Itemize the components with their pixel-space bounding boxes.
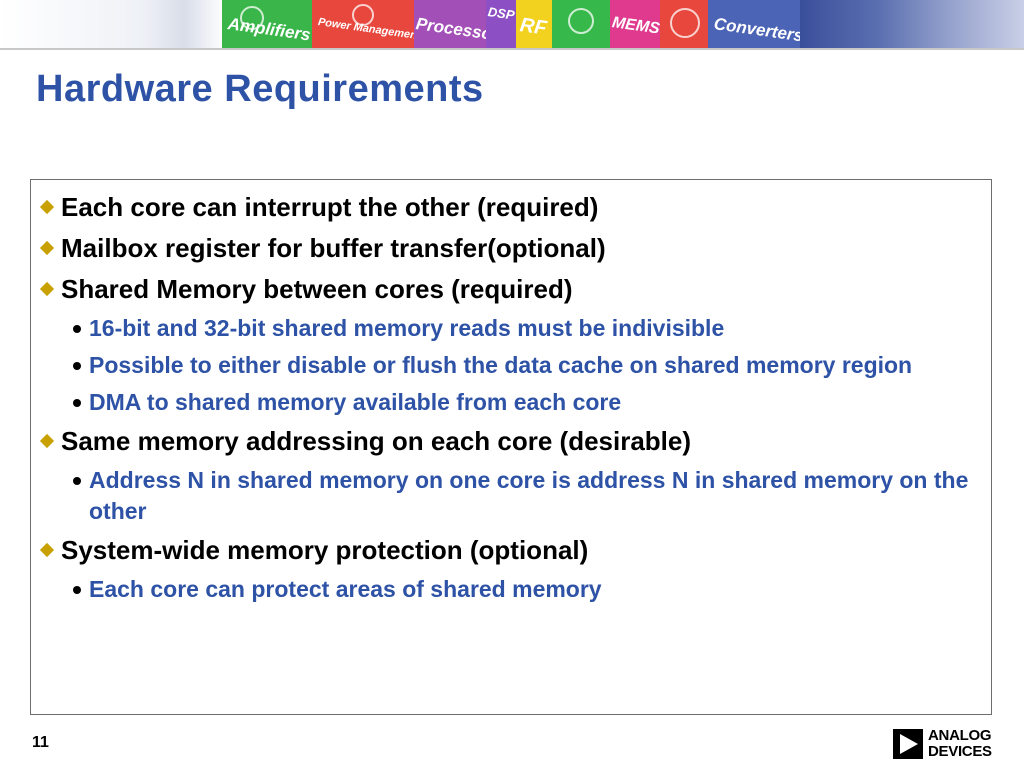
diamond-bullet-icon [39, 433, 55, 449]
sub-bullet-text: Address N in shared memory on one core i… [89, 467, 969, 524]
bullet-memory-protection: System-wide memory protection (optional) [39, 533, 975, 567]
bullet-text: Mailbox register for buffer transfer(opt… [61, 233, 606, 263]
banner-tile-power-management: Power Management [312, 0, 414, 48]
dot-bullet-icon [73, 477, 81, 485]
page-number: 11 [32, 734, 49, 751]
dot-bullet-icon [73, 586, 81, 594]
sub-bullet-text: DMA to shared memory available from each… [89, 389, 622, 415]
sub-bullet-text: 16-bit and 32-bit shared memory reads mu… [89, 315, 725, 341]
banner-tile-processors: Processors [414, 0, 486, 48]
header-banner: Amplifiers Power Management Processors D… [0, 0, 1024, 48]
clock-icon [670, 8, 700, 38]
bullet-text: Same memory addressing on each core (des… [61, 426, 692, 456]
sub-bullet-dma: DMA to shared memory available from each… [39, 387, 975, 418]
bullet-interrupt: Each core can interrupt the other (requi… [39, 190, 975, 224]
diamond-bullet-icon [39, 281, 55, 297]
header-divider [0, 48, 1024, 50]
sensor-icon [568, 8, 594, 34]
bullet-memory-addressing: Same memory addressing on each core (des… [39, 424, 975, 458]
sub-bullet-text: Possible to either disable or flush the … [89, 352, 913, 378]
dot-bullet-icon [73, 399, 81, 407]
sub-bullet-address-n: Address N in shared memory on one core i… [39, 465, 975, 527]
dot-bullet-icon [73, 362, 81, 370]
bullet-mailbox: Mailbox register for buffer transfer(opt… [39, 231, 975, 265]
bullet-shared-memory: Shared Memory between cores (required) [39, 272, 975, 306]
sub-bullet-data-cache: Possible to either disable or flush the … [39, 350, 975, 381]
banner-tile-converters: Converters [708, 0, 800, 48]
sub-bullet-text: Each core can protect areas of shared me… [89, 576, 602, 602]
banner-tile-amplifiers: Amplifiers [222, 0, 312, 48]
bullet-text: System-wide memory protection (optional) [61, 535, 589, 565]
banner-tile-clock [660, 0, 708, 48]
banner-tile-mems: MEMS [610, 0, 660, 48]
banner-tile-sensor [552, 0, 610, 48]
banner-gradient [800, 0, 1024, 48]
content-box: Each core can interrupt the other (requi… [30, 179, 992, 715]
diamond-bullet-icon [39, 542, 55, 558]
power-icon [352, 4, 374, 26]
slide-title: Hardware Requirements [36, 68, 484, 110]
banner-tile-rf: RF [516, 0, 552, 48]
sub-bullet-indivisible-reads: 16-bit and 32-bit shared memory reads mu… [39, 313, 975, 344]
dot-bullet-icon [73, 325, 81, 333]
bullet-list: Each core can interrupt the other (requi… [39, 190, 975, 611]
amplifier-icon [240, 6, 264, 30]
sub-bullet-protect-areas: Each core can protect areas of shared me… [39, 574, 975, 605]
banner-tile-dsp: DSP [486, 0, 516, 48]
bullet-text: Each core can interrupt the other (requi… [61, 192, 599, 222]
diamond-bullet-icon [39, 199, 55, 215]
logo-triangle-icon [893, 729, 923, 759]
logo-wordmark: ANALOG DEVICES [928, 727, 992, 760]
analog-devices-logo: ANALOG DEVICES [893, 727, 1003, 761]
diamond-bullet-icon [39, 240, 55, 256]
bullet-text: Shared Memory between cores (required) [61, 274, 573, 304]
